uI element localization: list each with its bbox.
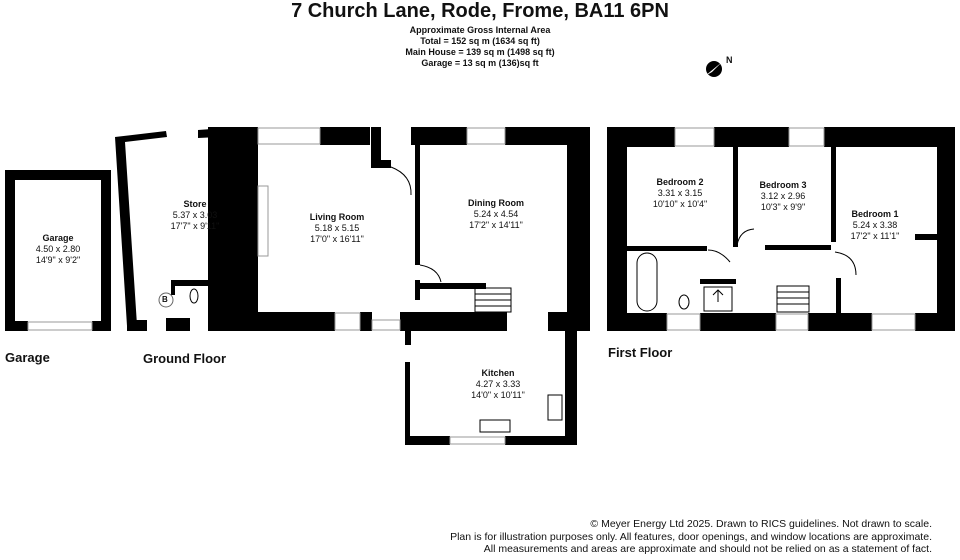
compass-north-label: N: [726, 55, 733, 65]
windows: [27, 127, 916, 445]
main-house-area: Main House = 139 sq m (1498 sq ft): [405, 47, 555, 57]
room-size-metric: 4.27 x 3.33: [475, 379, 521, 389]
room-size-metric: 5.18 x 5.15: [314, 223, 360, 233]
copyright-line: © Meyer Energy Ltd 2025. Drawn to RICS g…: [590, 518, 932, 530]
room-size-imperial: 14'0" x 10'11": [471, 390, 525, 400]
area-heading: Approximate Gross Internal Area: [409, 25, 551, 35]
room-name: Living Room: [309, 212, 365, 222]
garage-area: Garage = 13 sq m (136)sq ft: [421, 58, 539, 68]
room-name: Store: [183, 199, 207, 209]
illustration-disclaimer: Plan is for illustration purposes only. …: [450, 530, 932, 543]
room-size-imperial: 17'2" x 11'1": [850, 231, 900, 241]
floor-label-ground: Ground Floor: [143, 351, 227, 366]
room-size-metric: 5.37 x 3.03: [172, 210, 218, 220]
room-name: Bedroom 2: [656, 177, 704, 187]
footer-disclaimer: © Meyer Energy Ltd 2025. Drawn to RICS g…: [450, 518, 932, 556]
measurement-disclaimer: All measurements and areas are approxima…: [483, 543, 932, 555]
room-name: Dining Room: [468, 198, 524, 208]
room-size-imperial: 10'3" x 9'9": [760, 202, 806, 212]
room-name: Kitchen: [481, 368, 515, 378]
room-size-metric: 3.12 x 2.96: [760, 191, 806, 201]
room-size-imperial: 14'9" x 9'2": [35, 255, 81, 265]
floor-label-first: First Floor: [608, 345, 673, 360]
room-size-imperial: 17'7" x 9'11": [170, 221, 220, 231]
floor-label-garage: Garage: [5, 350, 50, 365]
doors-and-fixtures: [158, 166, 857, 433]
boiler-label: B: [162, 295, 168, 304]
room-size-metric: 5.24 x 4.54: [473, 209, 519, 219]
room-size-imperial: 17'0" x 16'11": [310, 234, 364, 244]
room-size-imperial: 10'10" x 10'4": [652, 199, 708, 209]
property-address: 7 Church Lane, Rode, Frome, BA11 6PN: [291, 0, 669, 22]
room-name: Bedroom 3: [759, 180, 807, 190]
room-size-metric: 5.24 x 3.38: [852, 220, 898, 230]
room-size-metric: 3.31 x 3.15: [657, 188, 703, 198]
compass-icon: [705, 61, 722, 77]
walls: [5, 127, 955, 445]
room-name: Garage: [42, 233, 74, 243]
room-size-imperial: 17'2" x 14'11": [469, 220, 523, 230]
room-size-metric: 4.50 x 2.80: [35, 244, 81, 254]
room-name: Bedroom 1: [851, 209, 899, 219]
total-area: Total = 152 sq m (1634 sq ft): [420, 36, 540, 46]
